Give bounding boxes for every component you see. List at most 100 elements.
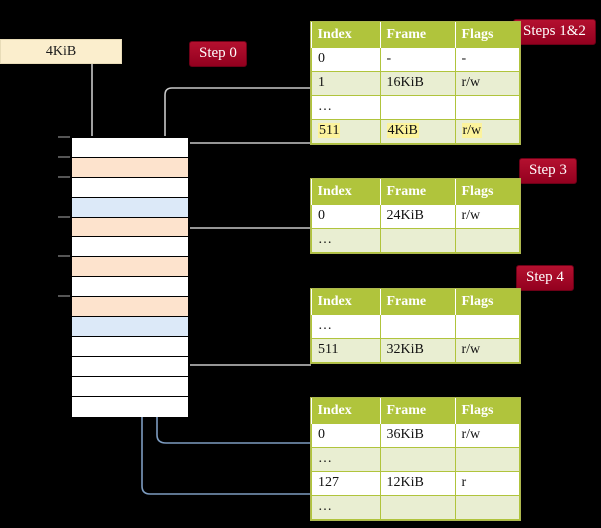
table-cell-flags (454, 315, 520, 339)
table-cell-index: … (311, 315, 381, 339)
table-cell-frame: 36KiB (379, 424, 456, 448)
memory-frame-row (72, 197, 188, 218)
column-header-frame: Frame (380, 289, 456, 315)
table-cell-frame (379, 495, 456, 520)
memory-row-tick (58, 155, 70, 158)
column-header-flags: Flags (455, 22, 520, 48)
memory-frame-row (72, 257, 188, 278)
table-header-row: Index Frame Flags (311, 398, 520, 424)
badge-step-0-label: Step 0 (199, 45, 237, 61)
table-row: … (311, 228, 520, 253)
table-cell-flags: - (454, 48, 520, 72)
table-cell-frame: - (379, 48, 456, 72)
column-header-index: Index (311, 398, 381, 424)
table-cell-flags (454, 447, 520, 472)
table-cell-frame: 4KiB (379, 119, 456, 144)
memory-row-tick (58, 295, 70, 298)
memory-frame-row (72, 317, 188, 337)
table-cell-flags: r (454, 471, 520, 496)
memory-frame-row (72, 177, 188, 198)
table-cell-flags (454, 495, 520, 520)
table-cell-frame (379, 315, 456, 339)
table-row: … (311, 95, 520, 120)
column-header-flags: Flags (455, 179, 520, 205)
memory-frame-row (72, 157, 188, 178)
memory-row-tick (58, 255, 70, 258)
virtual-address-box: 4KiB (0, 39, 122, 64)
table-cell-frame: 24KiB (379, 205, 456, 229)
memory-frame-row (72, 217, 188, 238)
memory-frame-row (72, 138, 188, 158)
table-cell-flags (454, 95, 520, 120)
table-cell-frame (379, 228, 456, 253)
table-row: … (311, 495, 520, 520)
column-header-index: Index (311, 289, 381, 315)
table-header-row: Index Frame Flags (311, 289, 520, 315)
column-header-flags: Flags (455, 398, 520, 424)
table-cell-frame (379, 95, 456, 120)
table-cell-index: 1 (311, 71, 381, 96)
table-cell-flags: r/w (454, 119, 520, 144)
table-cell-index: … (311, 228, 381, 253)
column-header-index: Index (311, 179, 381, 205)
memory-frame-row (72, 237, 188, 258)
badge-step-0: Step 0 (189, 41, 247, 67)
table-cell-index: … (311, 495, 381, 520)
table-cell-flags (454, 228, 520, 253)
badge-steps-1-2: Steps 1&2 (513, 19, 596, 45)
memory-frame-row (72, 356, 188, 377)
column-header-flags: Flags (455, 289, 520, 315)
memory-frame-row (72, 376, 188, 397)
column-header-frame: Frame (380, 22, 456, 48)
table-cell-frame: 16KiB (379, 71, 456, 96)
table-cell-index: 511 (311, 338, 381, 363)
memory-frame-row (72, 396, 188, 417)
column-header-frame: Frame (380, 398, 456, 424)
wire-step3 (171, 227, 311, 258)
table-cell-flags: r/w (454, 338, 520, 363)
table-row: … (311, 315, 520, 339)
table-cell-flags: r/w (454, 71, 520, 96)
memory-frame-row (72, 277, 188, 298)
table-row: … (311, 447, 520, 472)
table-cell-index: 0 (311, 424, 381, 448)
table-cell-index: … (311, 95, 381, 120)
table-cell-frame (379, 447, 456, 472)
table-row: 0-- (311, 48, 520, 72)
table-cell-frame: 32KiB (379, 338, 456, 363)
memory-row-tick (58, 136, 70, 138)
badge-step-4: Step 4 (516, 265, 574, 291)
badge-step-3-label: Step 3 (529, 162, 567, 178)
table-header-row: Index Frame Flags (311, 179, 520, 205)
virtual-address-label: 4KiB (45, 43, 77, 59)
table-cell-flags: r/w (454, 205, 520, 229)
column-header-frame: Frame (380, 179, 456, 205)
table-cell-index: … (311, 447, 381, 472)
memory-row-tick (58, 175, 70, 178)
badge-steps-1-2-label: Steps 1&2 (523, 23, 586, 39)
memory-frame-row (72, 337, 188, 357)
badge-step-3: Step 3 (519, 158, 577, 184)
table-cell-index: 0 (311, 205, 381, 229)
memory-frame-row (72, 297, 188, 318)
table-cell-index: 127 (311, 471, 381, 496)
column-header-index: Index (311, 22, 381, 48)
table-cell-index: 511 (311, 119, 381, 144)
badge-step-4-label: Step 4 (526, 269, 564, 285)
memory-row-tick (58, 215, 70, 218)
table-header-row: Index Frame Flags (311, 22, 520, 48)
table-cell-index: 0 (311, 48, 381, 72)
table-cell-flags: r/w (454, 424, 520, 448)
physical-memory-column (70, 136, 190, 417)
